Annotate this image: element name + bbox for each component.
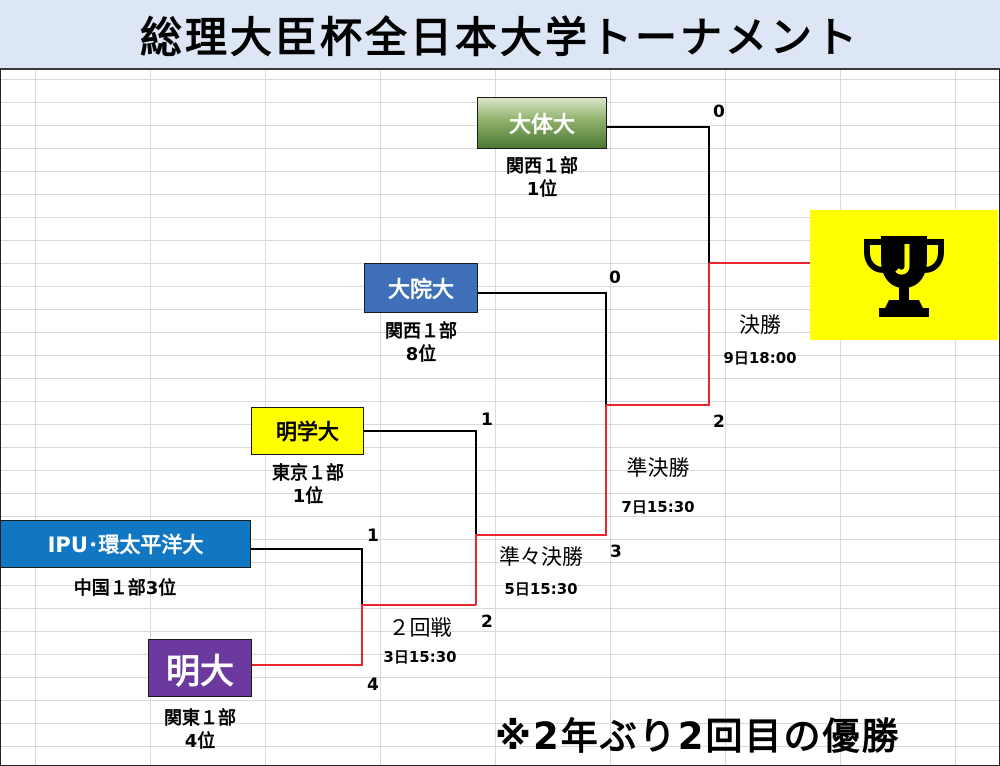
sf-time: 7日15:30 (621, 498, 695, 516)
team-name: IPU･環太平洋大 (47, 533, 204, 557)
score-meidai: 4 (367, 675, 379, 695)
team-daitai: 大体大 (477, 97, 607, 149)
trophy-icon (864, 236, 944, 317)
team-name: 大体大 (508, 113, 575, 138)
team-rank: 1位 (526, 179, 558, 201)
team-ipu: IPU･環太平洋大 (0, 520, 251, 568)
line-meidai-round2 (252, 604, 476, 666)
team-rank: 1位 (292, 486, 324, 508)
final-name: 決勝 (739, 313, 781, 337)
team-meigaku-info: 東京１部 1位 (258, 462, 358, 509)
team-ipu-info: 中国１部3位 (30, 577, 220, 600)
score-daiin: 0 (609, 268, 621, 288)
round2-time: 3日15:30 (383, 648, 457, 666)
sf-name: 準決勝 (626, 456, 690, 480)
final-time: 9日18:00 (723, 349, 797, 367)
team-meigaku: 明学大 (251, 407, 364, 455)
team-meidai-info: 関東１部 4位 (150, 707, 250, 754)
trophy-box (810, 210, 998, 340)
score-qf-winner: 3 (610, 542, 622, 562)
team-league: 関東１部 (164, 708, 236, 729)
score-meigaku: 1 (481, 410, 493, 430)
qf-time: 5日15:30 (504, 580, 578, 598)
footnote-text: ※2年ぶり2回目の優勝 (495, 715, 901, 758)
team-league: 関西１部 (506, 156, 578, 177)
score-sf-winner: 2 (713, 412, 725, 432)
line-qf-winner (475, 405, 607, 605)
team-rank: 4位 (184, 731, 216, 753)
round2-name: ２回戦 (388, 616, 452, 640)
line-ipu (251, 548, 363, 605)
team-daitai-info: 関西１部 1位 (492, 155, 592, 202)
page-title: 総理大臣杯全日本大学トーナメント (139, 12, 860, 62)
line-meigaku (364, 430, 477, 535)
team-league: 中国１部3位 (73, 578, 177, 599)
team-league: 東京１部 (272, 463, 344, 484)
score-ipu: 1 (367, 526, 379, 546)
team-league: 関西１部 (385, 321, 457, 342)
line-daitai (607, 126, 710, 263)
team-daiin-info: 関西１部 8位 (371, 320, 471, 367)
score-round2-winner: 2 (481, 612, 493, 632)
line-sf-winner (606, 263, 710, 406)
team-name: 明学大 (276, 420, 339, 444)
line-daiin (478, 292, 607, 405)
team-name: 明大 (166, 651, 234, 692)
team-rank: 8位 (405, 344, 437, 366)
team-meidai: 明大 (148, 639, 252, 697)
team-daiin: 大院大 (364, 263, 478, 313)
team-name: 大院大 (387, 278, 454, 303)
score-daitai: 0 (713, 102, 725, 122)
title-bar: 総理大臣杯全日本大学トーナメント (0, 0, 1000, 70)
qf-name: 準々決勝 (499, 545, 583, 569)
